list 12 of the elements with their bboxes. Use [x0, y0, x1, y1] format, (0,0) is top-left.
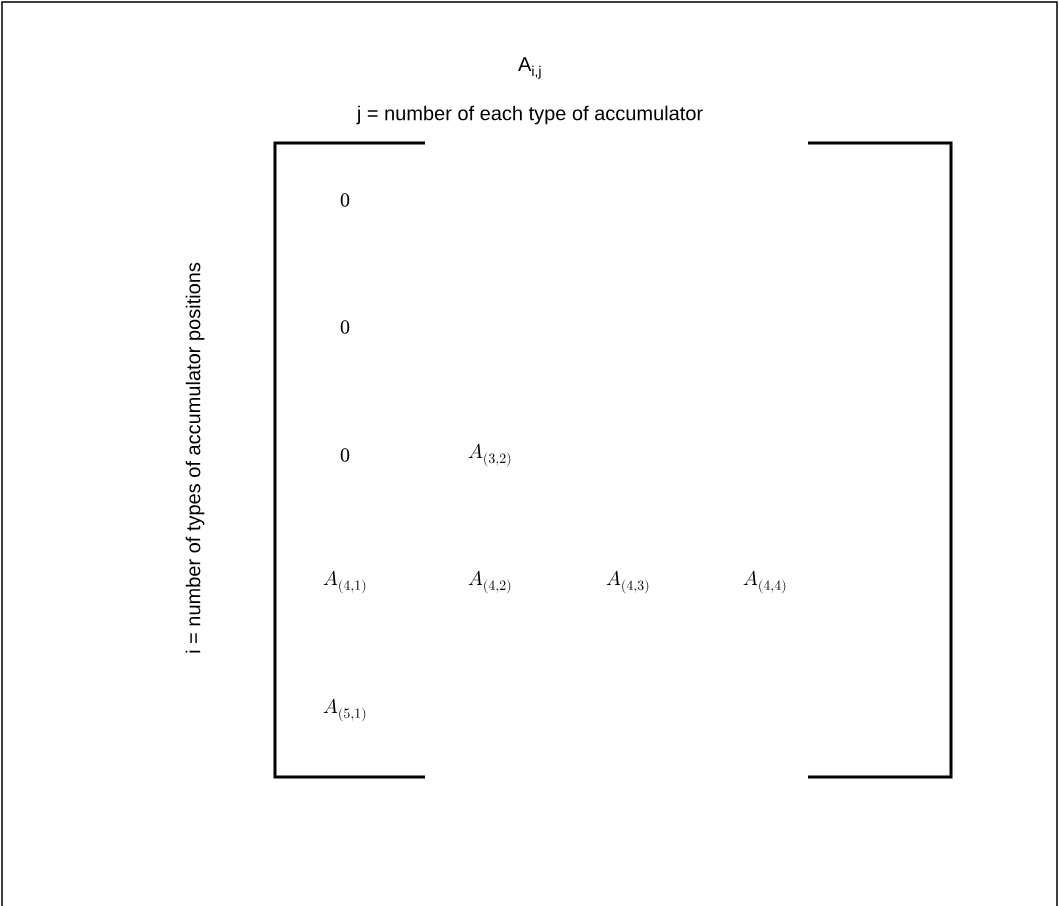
- matrix-entry: $A_{(4,4)}$: [743, 570, 786, 594]
- matrix-entry: 0: [340, 320, 350, 334]
- matrix-entry: 0: [340, 448, 350, 462]
- matrix-entry: $A_{(4,3)}$: [606, 570, 649, 594]
- axis-label: i = number of types of accumulator positions: [185, 262, 205, 653]
- matrix-entry: $A_{(4,1)}$: [323, 570, 366, 594]
- matrix-entry: 0: [340, 193, 350, 207]
- matrix-entry: $A_{(4,2)}$: [468, 570, 511, 594]
- heading: A$_{i,j}$: [518, 57, 541, 79]
- heading: j = number of each type of accumulator: [356, 105, 703, 125]
- matrix-entry: $A_{(3,2)}$: [468, 443, 511, 467]
- matrix-entry: $A_{(5,1)}$: [323, 698, 366, 722]
